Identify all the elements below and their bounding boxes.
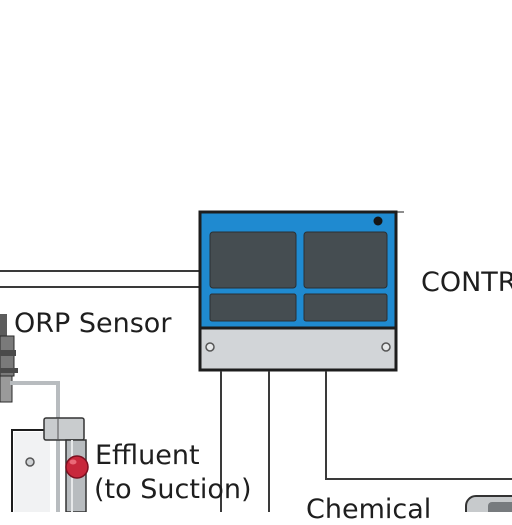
orp-sensor-label: ORP Sensor: [14, 308, 172, 339]
effluent-valve: [65, 455, 89, 479]
pipe-elbow-connector: [43, 417, 85, 441]
orp-sensor-ring-1: [0, 350, 16, 356]
chemical-tank-fitting: [488, 502, 512, 512]
effluent-label-line2: (to Suction): [94, 474, 252, 505]
sample-pipe: [10, 381, 60, 512]
flow-cell-screw: [25, 457, 35, 467]
orp-sensor-assembly: [0, 314, 18, 403]
orp-sensor-cap: [0, 314, 7, 336]
red-valve-highlight: [69, 459, 77, 465]
chemical-tank-corner: [465, 495, 512, 512]
controller-screen-top-left: [209, 231, 297, 289]
controller-output-wires: [220, 371, 512, 512]
controller-screw-left: [205, 342, 215, 352]
process-diagram: [0, 210, 512, 512]
controller-screen-top-right: [303, 231, 388, 289]
controller-unit: [198, 210, 404, 372]
controller-label: CONTR: [421, 267, 512, 298]
orp-sensor-ring-2: [0, 368, 18, 373]
flow-cell: [11, 417, 87, 512]
controller-screen-bottom-left: [209, 293, 297, 322]
red-valve-icon: [65, 455, 89, 479]
orp-sensor-fitting: [0, 375, 13, 403]
flow-cell-window: [14, 432, 50, 512]
controller-screw-right: [381, 342, 391, 352]
signal-lines-left: [0, 270, 199, 288]
chemical-label: Chemical: [306, 494, 432, 525]
controller-screen-bottom-right: [303, 293, 388, 322]
controller-base: [198, 326, 398, 372]
controller-indicator-light: [373, 216, 383, 226]
effluent-label-line1: Effluent: [95, 440, 200, 471]
